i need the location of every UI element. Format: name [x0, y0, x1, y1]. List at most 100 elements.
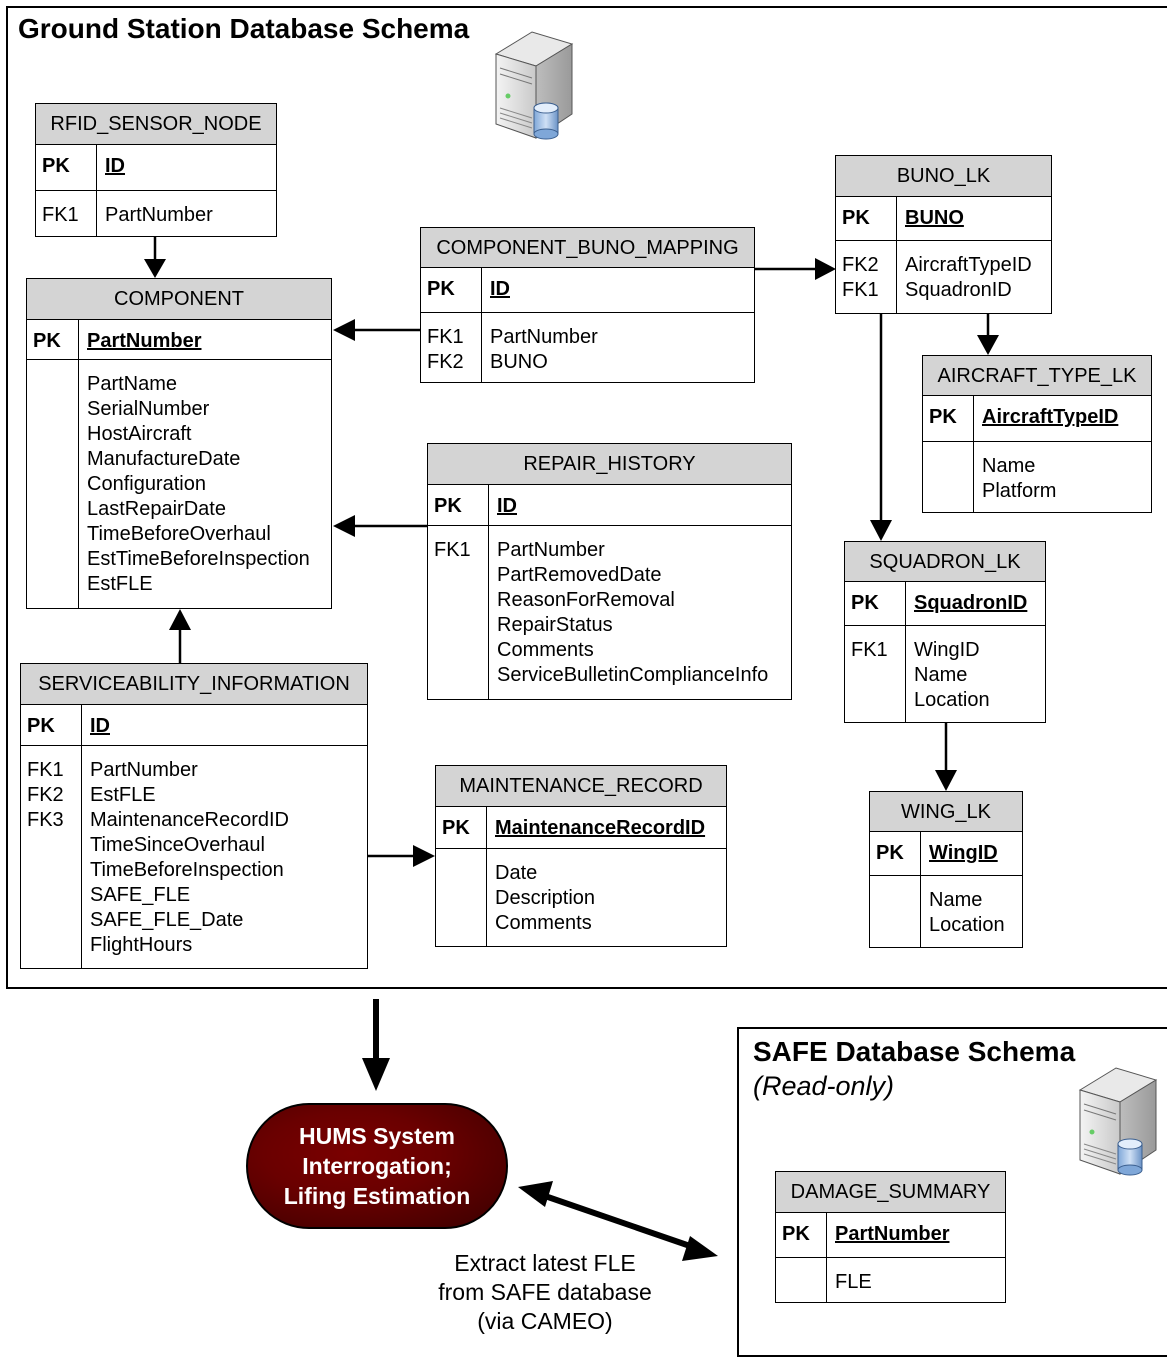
hums-line-1: HUMS System: [299, 1123, 455, 1149]
table-field: PartNumber: [490, 326, 598, 348]
pk-label: PK: [33, 330, 61, 352]
foreign-key-label: FK1: [851, 639, 888, 661]
hums-line-2: Interrogation;: [302, 1153, 452, 1179]
note-line-2: from SAFE database: [438, 1279, 652, 1305]
hums-line-3: Lifing Estimation: [283, 1183, 471, 1209]
table-field: LastRepairDate: [87, 498, 226, 520]
foreign-key-label: FK2: [842, 254, 879, 276]
foreign-key-label: FK1: [842, 279, 879, 301]
table-name: RFID_SENSOR_NODE: [36, 104, 276, 145]
table-field: WingID: [914, 639, 980, 661]
table-field: TimeSinceOverhaul: [90, 834, 265, 856]
note-line-1: Extract latest FLE: [454, 1250, 636, 1276]
primary-key-field: SquadronID: [914, 592, 1028, 614]
hums-process-node: HUMS System Interrogation; Lifing Estima…: [246, 1103, 508, 1229]
primary-key-field: MaintenanceRecordID: [495, 817, 706, 839]
table-field: Description: [495, 887, 596, 909]
table-field: Comments: [497, 639, 594, 661]
table-field: Date: [495, 862, 538, 884]
pk-label: PK: [876, 842, 904, 864]
foreign-key-label: FK1: [27, 759, 64, 781]
foreign-key-label: FK2: [27, 784, 64, 806]
pk-label: PK: [929, 406, 957, 428]
primary-key-field: PartNumber: [87, 330, 202, 352]
primary-key-field: PartNumber: [835, 1223, 950, 1245]
table-field: TimeBeforeInspection: [90, 859, 284, 881]
primary-key-field: WingID: [929, 842, 998, 864]
primary-key-field: BUNO: [905, 207, 964, 229]
table-field: SquadronID: [905, 279, 1012, 301]
primary-key-field: ID: [90, 715, 110, 737]
safe-schema-title: SAFE Database Schema: [753, 1036, 1076, 1067]
primary-key-field: ID: [497, 495, 517, 517]
table-field: PartNumber: [90, 759, 198, 781]
table-name: COMPONENT: [27, 279, 331, 320]
table-field: PartRemovedDate: [497, 564, 662, 586]
foreign-key-label: FK1: [434, 539, 471, 561]
table-field: Location: [914, 689, 990, 711]
table-field: ManufactureDate: [87, 448, 241, 470]
table-field: Configuration: [87, 473, 206, 495]
pk-label: PK: [842, 207, 870, 229]
table-field: EstFLE: [90, 784, 156, 806]
server-database-icon: [494, 31, 574, 140]
table-field: TimeBeforeOverhaul: [87, 523, 271, 545]
table-field: PartNumber: [105, 204, 213, 226]
table-name: BUNO_LK: [836, 156, 1051, 197]
pk-label: PK: [27, 715, 55, 737]
ground-station-schema-title: Ground Station Database Schema: [18, 13, 470, 44]
table-field: PartNumber: [497, 539, 605, 561]
primary-key-field: ID: [490, 278, 510, 300]
extract-fle-note: Extract latest FLE from SAFE database (v…: [420, 1249, 670, 1336]
table-field: Location: [929, 914, 1005, 936]
table-field: Name: [914, 664, 968, 686]
table-field: SAFE_FLE_Date: [90, 909, 244, 931]
table-field: SAFE_FLE: [90, 884, 191, 906]
table-field: BUNO: [490, 351, 548, 373]
table-field: RepairStatus: [497, 614, 613, 636]
table-name: DAMAGE_SUMMARY: [776, 1172, 1005, 1213]
table-field: Comments: [495, 912, 592, 934]
table-field: HostAircraft: [87, 423, 192, 445]
pk-label: PK: [434, 495, 462, 517]
table-field: FlightHours: [90, 934, 193, 956]
foreign-key-label: FK1: [42, 204, 79, 226]
pk-label: PK: [427, 278, 455, 300]
table-field: PartName: [87, 373, 178, 395]
primary-key-field: AircraftTypeID: [982, 406, 1119, 428]
table-field: Name: [982, 455, 1036, 477]
table-field: ServiceBulletinComplianceInfo: [497, 664, 769, 686]
table-field: Name: [929, 889, 983, 911]
table-field: FLE: [835, 1271, 872, 1293]
primary-key-field: ID: [105, 155, 125, 177]
table-field: EstFLE: [87, 573, 153, 595]
table-name: REPAIR_HISTORY: [428, 444, 791, 485]
pk-label: PK: [42, 155, 70, 177]
table-name: SERVICEABILITY_INFORMATION: [21, 664, 367, 705]
table-name: AIRCRAFT_TYPE_LK: [923, 356, 1151, 396]
table-name: SQUADRON_LK: [845, 542, 1045, 582]
pk-label: PK: [851, 592, 879, 614]
table-name: WING_LK: [870, 792, 1022, 832]
table-field: ReasonForRemoval: [497, 589, 675, 611]
foreign-key-label: FK2: [427, 351, 464, 373]
pk-label: PK: [442, 817, 470, 839]
foreign-key-label: FK3: [27, 809, 64, 831]
ground-station-schema-frame: [6, 6, 1167, 989]
note-line-3: (via CAMEO): [477, 1308, 613, 1334]
table-name: MAINTENANCE_RECORD: [436, 766, 726, 807]
table-field: MaintenanceRecordID: [90, 809, 289, 831]
table-field: SerialNumber: [87, 398, 210, 420]
table-name: COMPONENT_BUNO_MAPPING: [421, 228, 754, 268]
connector-hums-safe-bidirectional: [544, 1193, 691, 1249]
foreign-key-label: FK1: [427, 326, 464, 348]
safe-schema-subtitle: (Read-only): [753, 1071, 895, 1101]
